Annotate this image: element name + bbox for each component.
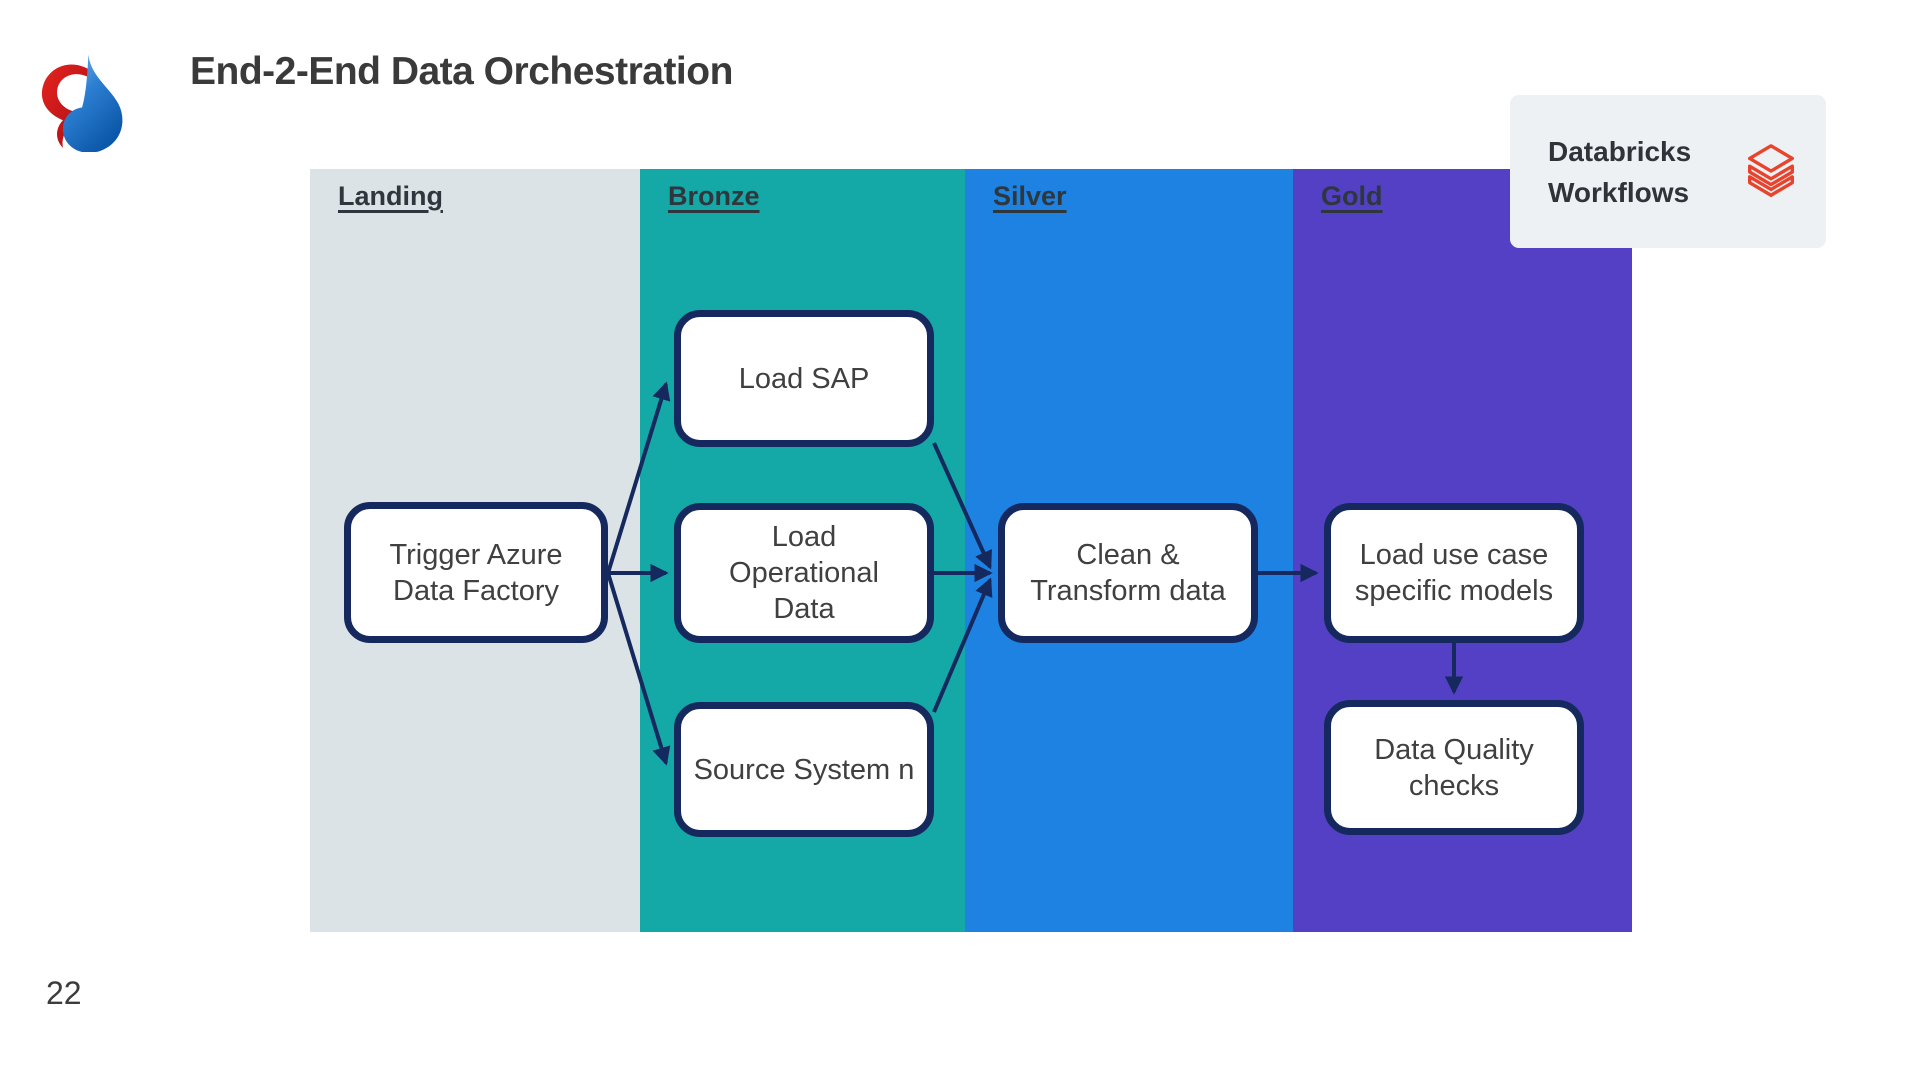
node-clean-transform-data: Clean & Transform data: [998, 503, 1258, 643]
databricks-workflows-label: Databricks Workflows: [1548, 135, 1692, 208]
node-load-use-case-specific-models: Load use case specific models: [1324, 503, 1584, 643]
databricks-logo-icon: [1747, 143, 1795, 197]
node-load-operational-data: Load Operational Data: [674, 503, 934, 643]
column-gold-header: Gold: [1321, 181, 1383, 211]
column-silver-header: Silver: [993, 181, 1067, 211]
column-landing-header: Landing: [338, 181, 443, 211]
swisscom-logo: [41, 54, 123, 152]
databricks-workflows-badge: Databricks Workflows: [1510, 95, 1826, 248]
page-number: 22: [46, 975, 82, 1011]
column-bronze-header: Bronze: [668, 181, 760, 211]
node-trigger-azure-data-factory: Trigger Azure Data Factory: [344, 502, 608, 643]
node-data-quality-checks: Data Quality checks: [1324, 700, 1584, 835]
node-load-sap: Load SAP: [674, 310, 934, 447]
page-title: End-2-End Data Orchestration: [190, 50, 733, 93]
node-source-system-n: Source System n: [674, 702, 934, 837]
